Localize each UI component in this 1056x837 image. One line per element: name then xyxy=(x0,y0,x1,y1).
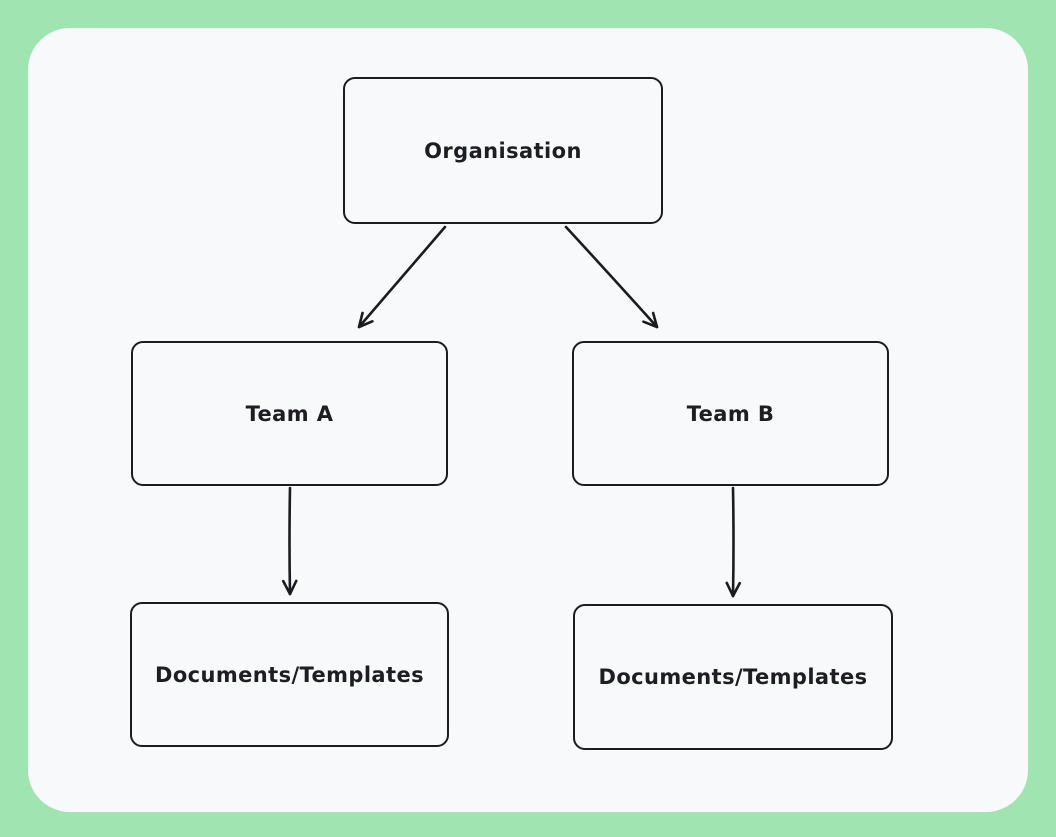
node-team-a-label: Team A xyxy=(245,401,334,426)
node-documents-templates-b[interactable]: Documents/Templates xyxy=(573,604,893,750)
node-organisation[interactable]: Organisation xyxy=(343,77,663,224)
arrow-organisation-to-team-a[interactable] xyxy=(357,225,447,329)
node-documents-templates-a[interactable]: Documents/Templates xyxy=(130,602,449,747)
arrow-team-a-to-documents[interactable] xyxy=(281,486,298,596)
node-team-a[interactable]: Team A xyxy=(131,341,448,486)
arrow-organisation-to-team-b[interactable] xyxy=(564,225,659,329)
node-documents-templates-b-label: Documents/Templates xyxy=(598,665,868,689)
node-team-b[interactable]: Team B xyxy=(572,341,889,486)
arrow-team-b-to-documents[interactable] xyxy=(725,486,742,598)
node-documents-templates-a-label: Documents/Templates xyxy=(155,662,424,687)
node-organisation-label: Organisation xyxy=(424,138,582,163)
node-team-b-label: Team B xyxy=(686,401,775,426)
